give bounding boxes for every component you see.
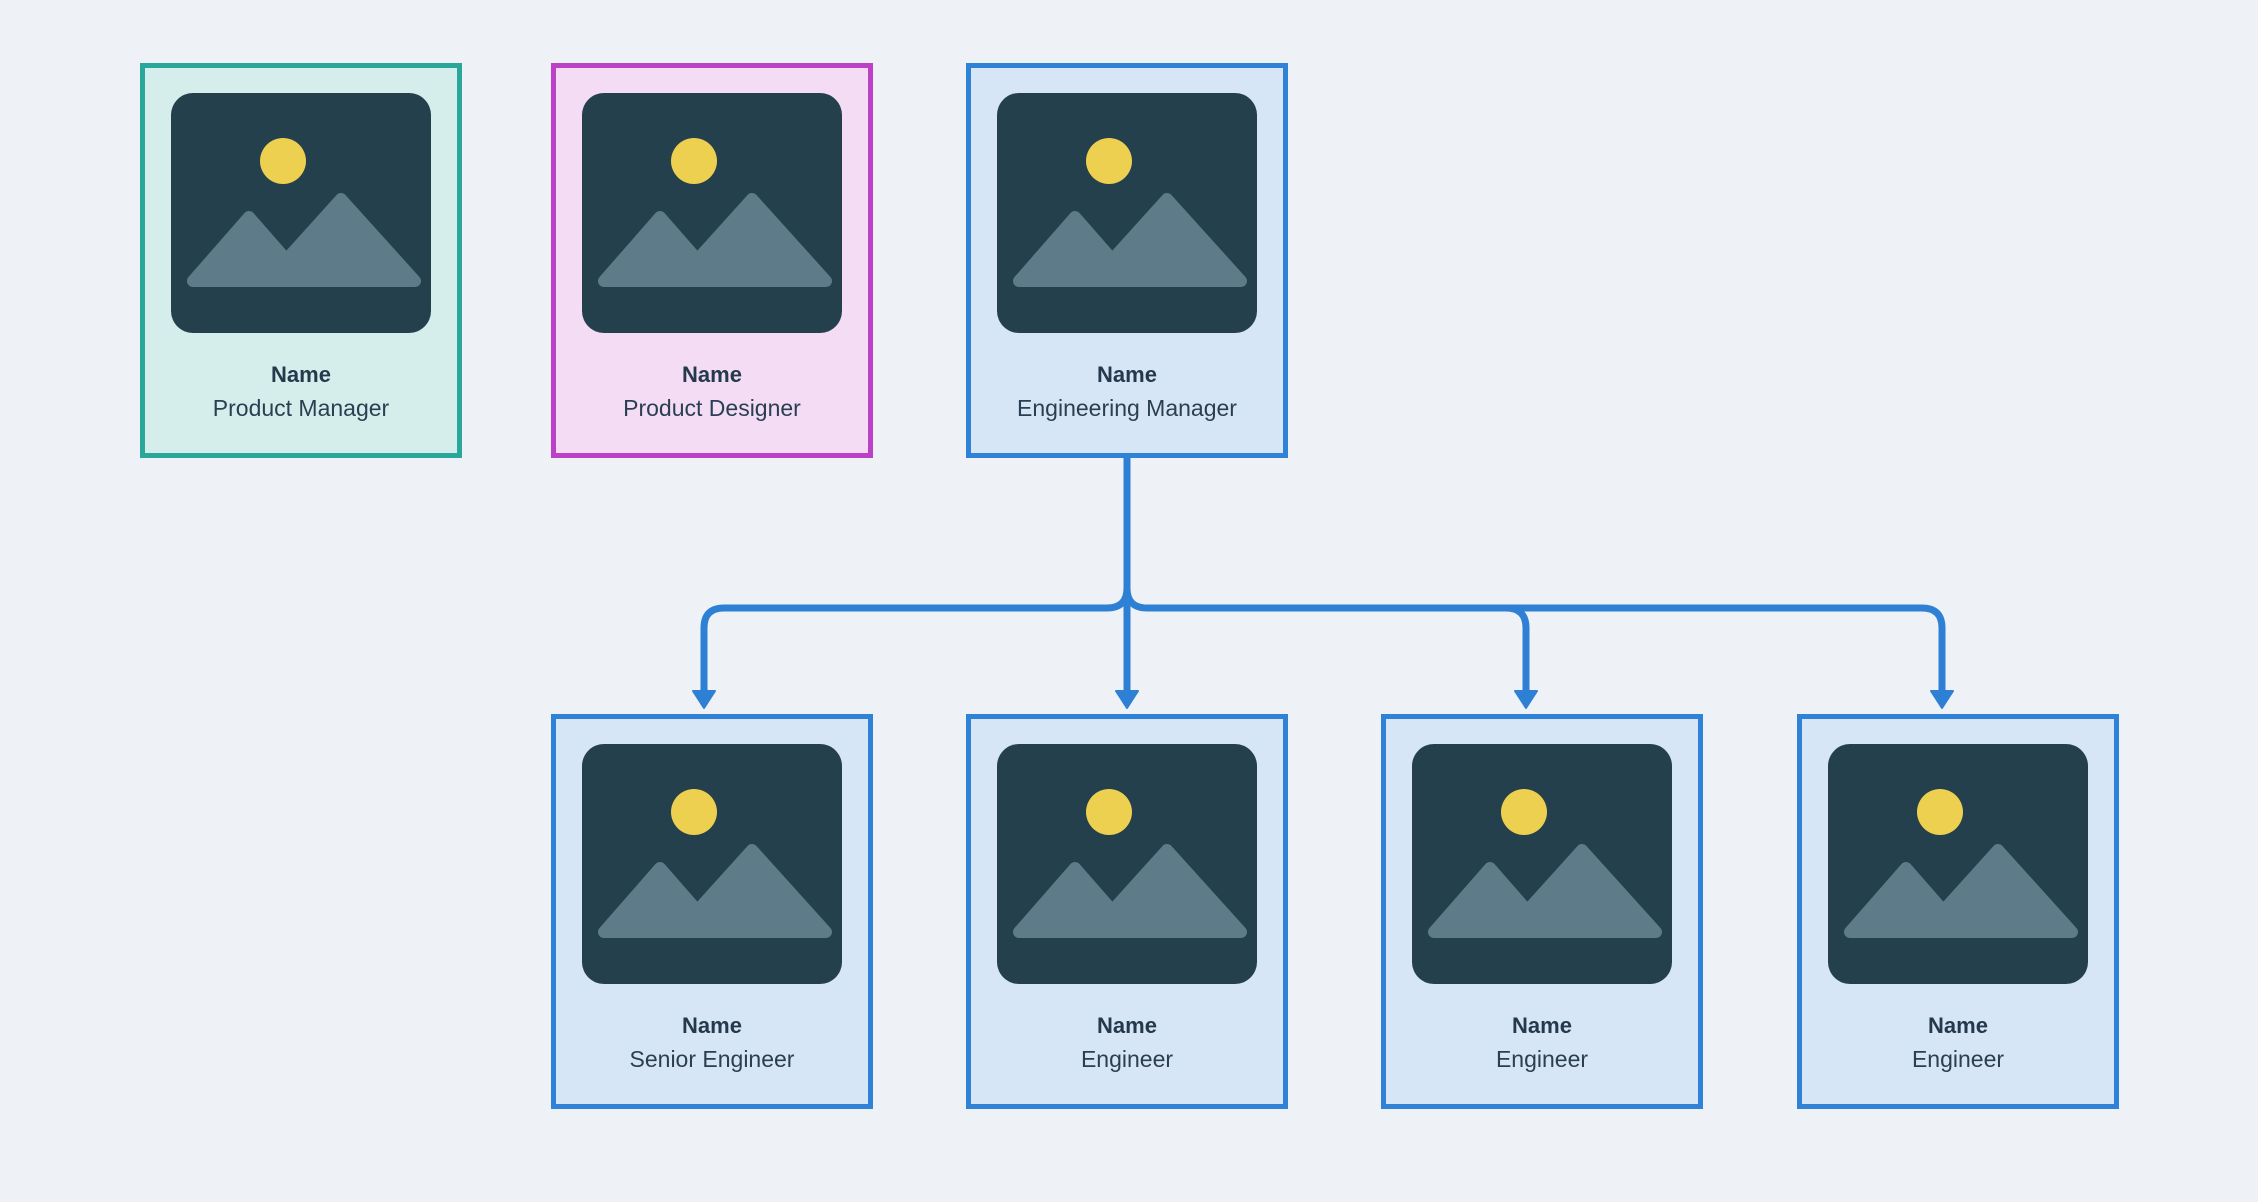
image-placeholder-icon: [582, 93, 842, 333]
image-placeholder-icon: [1412, 744, 1672, 984]
card-role: Senior Engineer: [629, 1046, 795, 1073]
connector-arrowhead-engineer-1: [1115, 690, 1139, 709]
image-placeholder-icon: [1828, 744, 2088, 984]
card-role: Engineer: [1080, 1046, 1174, 1073]
card-name: Name: [682, 1013, 742, 1038]
card-name: Name: [271, 362, 331, 387]
connector-arrowhead-senior-engineer: [692, 690, 716, 709]
card-role: Product Designer: [623, 395, 801, 422]
connector-branch-senior-engineer[interactable]: [700, 587, 1131, 694]
connector-branch-engineer-2[interactable]: [1505, 604, 1530, 694]
card-name: Name: [682, 362, 742, 387]
connector-arrowhead-engineer-3: [1930, 690, 1954, 709]
image-placeholder-icon: [171, 93, 431, 333]
image-placeholder-icon: [997, 744, 1257, 984]
image-placeholder-icon: [997, 93, 1257, 333]
card-name: Name: [1097, 1013, 1157, 1038]
card-name: Name: [1097, 362, 1157, 387]
card-name: Name: [1928, 1013, 1988, 1038]
image-placeholder-icon: [582, 744, 842, 984]
card-role: Product Manager: [212, 395, 390, 422]
card-name: Name: [1512, 1013, 1572, 1038]
card-role: Engineer: [1911, 1046, 2005, 1073]
card-role: Engineering Manager: [1017, 395, 1237, 422]
connector-branch-engineer-3[interactable]: [1123, 587, 1946, 694]
connector-arrowhead-engineer-2: [1514, 690, 1538, 709]
card-role: Engineer: [1495, 1046, 1589, 1073]
